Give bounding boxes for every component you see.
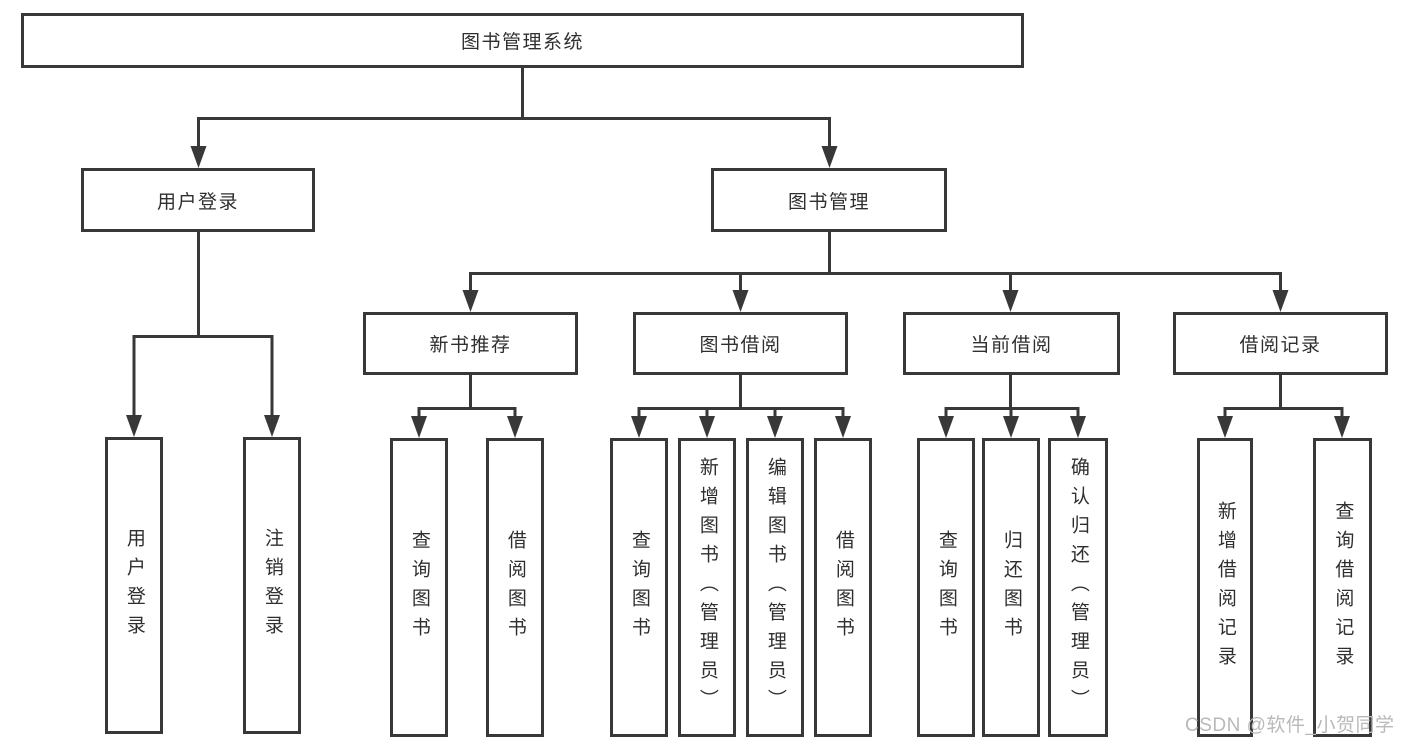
node-book-borrow-label: 图书借阅: [699, 335, 782, 356]
node-leaf-borrow-books-1-label: 借阅图书: [504, 529, 526, 646]
node-book-management: 图书管理: [711, 168, 947, 232]
node-leaf-edit-books-admin: 编辑图书（管理员）: [746, 438, 804, 737]
node-leaf-query-books-3: 查询图书: [917, 438, 975, 737]
arrow-down-icon: [631, 416, 647, 438]
node-leaf-query-books-3-label: 查询图书: [935, 529, 957, 646]
node-book-borrow: 图书借阅: [633, 312, 848, 375]
arrow-down-icon: [507, 416, 523, 438]
arrow-down-icon: [411, 416, 427, 438]
arrow-down-icon: [1003, 416, 1019, 438]
node-borrow-records: 借阅记录: [1173, 312, 1388, 375]
arrow-down-icon: [126, 415, 142, 437]
arrow-down-icon: [1272, 290, 1289, 312]
arrow-down-icon: [767, 416, 783, 438]
node-new-book-recommend-label: 新书推荐: [429, 335, 512, 356]
arrow-down-icon: [1002, 290, 1019, 312]
arrow-down-icon: [1217, 416, 1233, 438]
arrow-down-icon: [699, 416, 715, 438]
arrow-down-icon: [1070, 416, 1086, 438]
node-book-management-label: 图书管理: [787, 191, 870, 213]
node-new-book-recommend: 新书推荐: [363, 312, 578, 375]
connector-bookmgmt-to-level3: [469, 232, 1282, 291]
node-leaf-logout: 注销登录: [243, 437, 301, 734]
node-leaf-user-login-label: 用户登录: [123, 527, 145, 644]
node-leaf-user-login: 用户登录: [105, 437, 163, 734]
node-leaf-logout-label: 注销登录: [261, 527, 283, 644]
node-root: 图书管理系统: [21, 13, 1024, 68]
node-leaf-add-borrow-record-label: 新增借阅记录: [1214, 500, 1236, 675]
node-borrow-records-label: 借阅记录: [1239, 335, 1322, 356]
node-leaf-borrow-books-2-label: 借阅图书: [832, 529, 854, 646]
connector-borrowrecords-to-leaves: [1223, 375, 1344, 417]
node-leaf-borrow-books-2: 借阅图书: [814, 438, 872, 737]
node-leaf-add-books-admin: 新增图书（管理员）: [678, 438, 736, 737]
csdn-watermark: CSDN @软件_小贺同学: [1185, 715, 1395, 736]
node-leaf-add-borrow-record: 新增借阅记录: [1197, 438, 1253, 737]
arrow-down-icon: [835, 416, 851, 438]
node-leaf-query-books-1: 查询图书: [390, 438, 448, 737]
connector-userlogin-to-leaves: [132, 232, 274, 416]
connector-bookborrow-to-leaves: [637, 375, 845, 417]
node-leaf-return-books-label: 归还图书: [1000, 529, 1022, 646]
connector-newbookrec-to-leaves: [417, 375, 517, 417]
node-leaf-query-books-2-label: 查询图书: [628, 529, 650, 646]
node-leaf-add-books-admin-label: 新增图书（管理员）: [696, 457, 718, 718]
node-user-login: 用户登录: [81, 168, 315, 232]
node-current-borrow-label: 当前借阅: [970, 335, 1053, 356]
node-leaf-query-books-1-label: 查询图书: [408, 529, 430, 646]
node-leaf-confirm-return-admin: 确认归还（管理员）: [1048, 438, 1108, 737]
arrow-down-icon: [821, 146, 838, 168]
node-leaf-return-books: 归还图书: [982, 438, 1040, 737]
connector-currentborrow-to-leaves: [944, 375, 1080, 417]
arrow-down-icon: [190, 146, 207, 168]
node-leaf-borrow-books-1: 借阅图书: [486, 438, 544, 737]
node-root-label: 图书管理系统: [460, 32, 584, 53]
arrow-down-icon: [264, 415, 280, 437]
arrow-down-icon: [462, 290, 479, 312]
node-leaf-query-borrow-record-label: 查询借阅记录: [1332, 500, 1354, 675]
node-leaf-confirm-return-admin-label: 确认归还（管理员）: [1067, 457, 1089, 718]
arrow-down-icon: [732, 290, 749, 312]
node-current-borrow: 当前借阅: [903, 312, 1120, 375]
node-leaf-edit-books-admin-label: 编辑图书（管理员）: [764, 457, 786, 718]
arrow-down-icon: [1334, 416, 1350, 438]
node-leaf-query-books-2: 查询图书: [610, 438, 668, 737]
node-user-login-label: 用户登录: [156, 191, 239, 213]
node-leaf-query-borrow-record: 查询借阅记录: [1313, 438, 1372, 737]
connector-root-to-level2: [197, 68, 831, 147]
arrow-down-icon: [938, 416, 954, 438]
